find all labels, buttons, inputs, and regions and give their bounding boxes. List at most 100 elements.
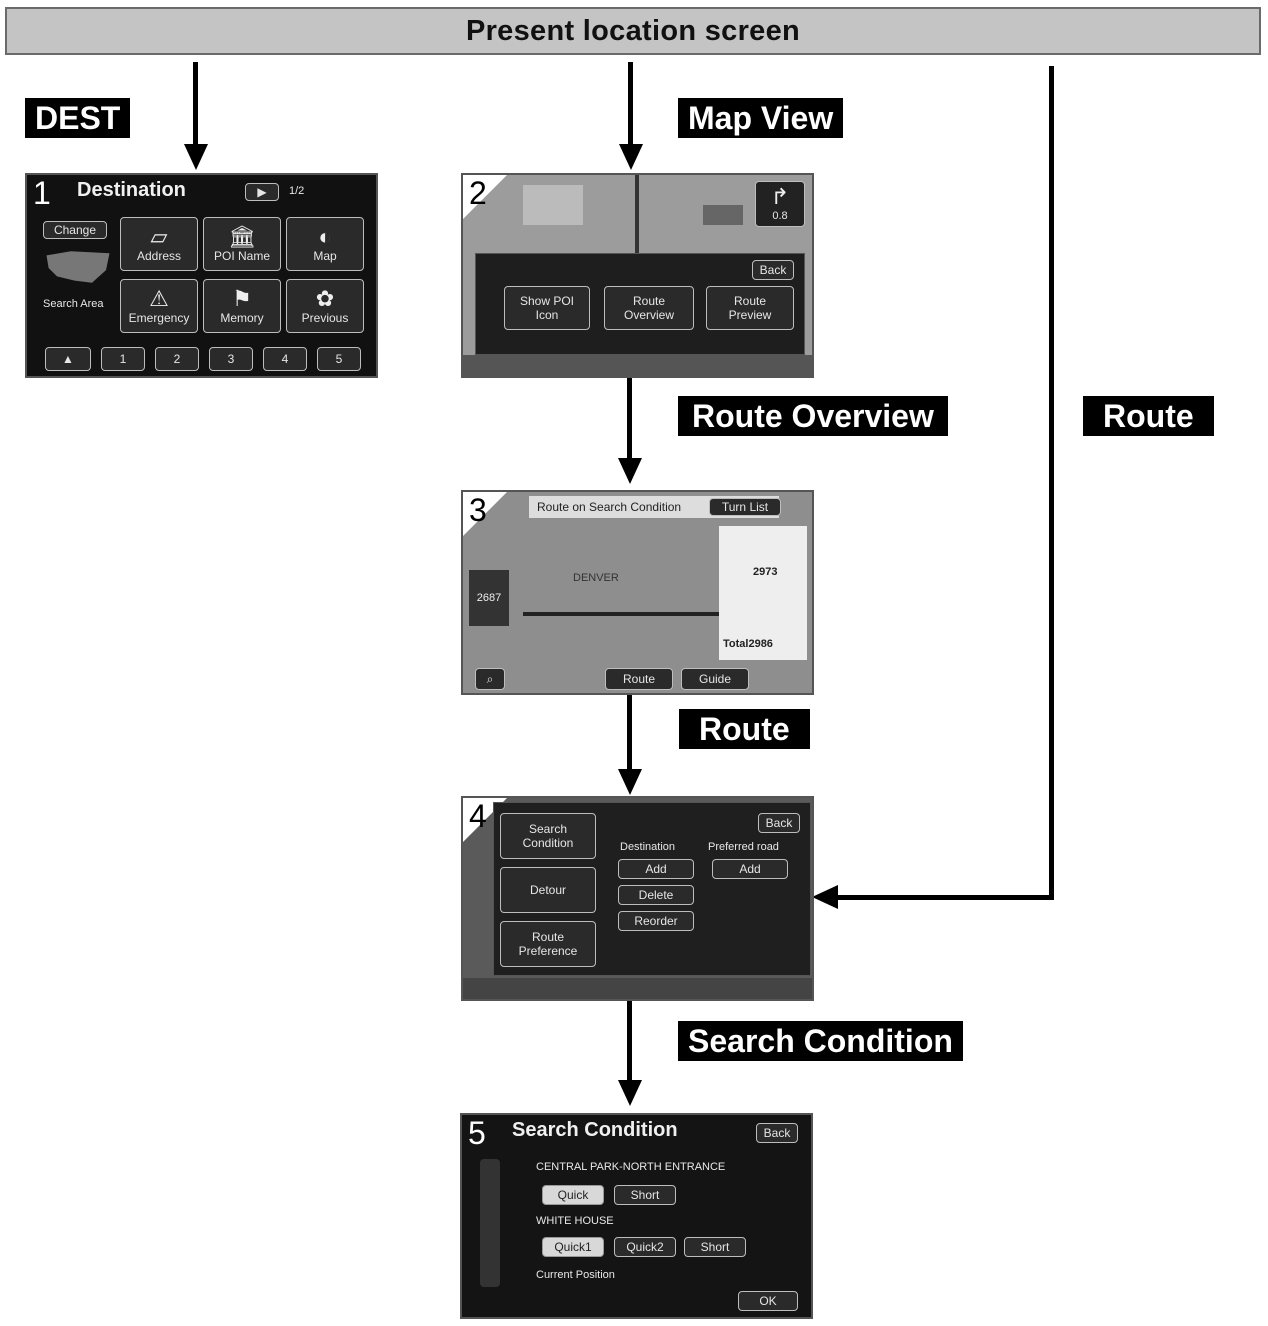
label-route-right: Route bbox=[1083, 396, 1214, 436]
screen-map-view: 2 ↱ 0.8 Back Show POI Icon Route Overvie… bbox=[461, 173, 814, 378]
arrow-search-line bbox=[627, 1000, 632, 1080]
route-line bbox=[523, 612, 723, 616]
back-button[interactable]: Back bbox=[756, 1123, 798, 1143]
quick2-button[interactable]: Quick2 bbox=[614, 1237, 676, 1257]
flag-icon: ⚑ bbox=[232, 286, 252, 311]
magnifier-icon: ⌕ bbox=[486, 672, 494, 686]
previous-button[interactable]: ✿ Previous bbox=[286, 279, 364, 333]
warning-icon: ⚠ bbox=[149, 286, 169, 311]
city-label: DENVER bbox=[573, 572, 619, 584]
compass-icon: ◐ bbox=[318, 224, 332, 249]
turn-indicator: ↱ 0.8 bbox=[755, 181, 805, 227]
route-preview-button[interactable]: Route Preview bbox=[706, 286, 794, 330]
screen-corner bbox=[463, 175, 507, 219]
current-position-label: Current Position bbox=[536, 1269, 615, 1281]
label-map-view: Map View bbox=[678, 98, 844, 138]
preset-5-button[interactable]: 5 bbox=[317, 347, 361, 371]
arrow-routeoverview-line bbox=[627, 378, 632, 458]
screen-number: 4 bbox=[469, 798, 487, 834]
reorder-button[interactable]: Reorder bbox=[618, 911, 694, 931]
label-search-condition: Search Condition bbox=[678, 1021, 963, 1061]
arrow-route-mid-head bbox=[618, 769, 642, 795]
route-button[interactable]: Route bbox=[605, 668, 673, 690]
add-road-button[interactable]: Add bbox=[712, 859, 788, 879]
back-button[interactable]: Back bbox=[752, 260, 794, 280]
screen-route-menu: 4 Back Search Condition Detour Route Pre… bbox=[461, 796, 814, 1001]
turn-list-button[interactable]: Turn List bbox=[709, 498, 781, 516]
map-button[interactable]: ◐ Map bbox=[286, 217, 364, 271]
route-info-panel: 2973 Total2986 bbox=[719, 526, 807, 660]
memory-button[interactable]: ⚑ Memory bbox=[203, 279, 281, 333]
preset-4-button[interactable]: 4 bbox=[263, 347, 307, 371]
dest2-label: WHITE HOUSE bbox=[536, 1215, 614, 1227]
usa-map-icon bbox=[46, 251, 110, 283]
ok-button[interactable]: OK bbox=[738, 1291, 798, 1311]
short2-button[interactable]: Short bbox=[684, 1237, 746, 1257]
screen-destination: 1 Destination ▶ 1/2 Change Search Area ▱… bbox=[25, 173, 378, 378]
arrow-mapview-line bbox=[628, 62, 633, 146]
route-overview-button[interactable]: Route Overview bbox=[604, 286, 694, 330]
screen-corner bbox=[463, 492, 507, 536]
screen-number: 5 bbox=[468, 1115, 486, 1151]
preset-2-button[interactable]: 2 bbox=[155, 347, 199, 371]
quick1-button[interactable]: Quick1 bbox=[542, 1237, 604, 1257]
total-label: Total2986 bbox=[723, 638, 773, 650]
label-route-mid: Route bbox=[679, 709, 810, 749]
detour-button[interactable]: Detour bbox=[500, 867, 596, 913]
delete-button[interactable]: Delete bbox=[618, 885, 694, 905]
distance-label: 2973 bbox=[753, 566, 778, 578]
arrow-routeoverview-head bbox=[618, 458, 642, 484]
header-title: Present location screen bbox=[465, 14, 801, 47]
change-button[interactable]: Change bbox=[43, 221, 107, 239]
arrow-dest-head bbox=[184, 144, 208, 170]
route-menu-panel: Back Search Condition Detour Route Prefe… bbox=[493, 802, 811, 976]
preferred-road-label: Preferred road bbox=[708, 841, 779, 853]
search-condition-button[interactable]: Search Condition bbox=[500, 813, 596, 859]
arrow-route-mid-line bbox=[627, 695, 632, 769]
screen-title: Search Condition bbox=[512, 1119, 678, 1141]
show-poi-icon-button[interactable]: Show POI Icon bbox=[504, 286, 590, 330]
preset-1-button[interactable]: 1 bbox=[101, 347, 145, 371]
map-block bbox=[523, 185, 583, 225]
label-route-overview: Route Overview bbox=[678, 396, 948, 436]
page-indicator: 1/2 bbox=[289, 185, 305, 197]
guide-button[interactable]: Guide bbox=[681, 668, 749, 690]
arrow-mapview-head bbox=[619, 144, 643, 170]
screen-number: 1 bbox=[33, 175, 51, 211]
arrow-dest-line bbox=[193, 62, 198, 146]
map-road bbox=[635, 175, 639, 255]
route-preference-button[interactable]: Route Preference bbox=[500, 921, 596, 967]
search-area-label: Search Area bbox=[43, 298, 104, 310]
poi-name-button[interactable]: 🏛 POI Name bbox=[203, 217, 281, 271]
preset-3-button[interactable]: 3 bbox=[209, 347, 253, 371]
screen-number: 2 bbox=[469, 175, 487, 211]
left-info-box: 2687 bbox=[469, 570, 509, 626]
home-button[interactable]: ▲ bbox=[45, 347, 91, 371]
home-icon: ▲ bbox=[62, 352, 74, 366]
address-icon: ▱ bbox=[150, 224, 168, 249]
next-page-button[interactable]: ▶ bbox=[245, 183, 279, 201]
destination-label: Destination bbox=[620, 841, 676, 853]
label-dest: DEST bbox=[25, 98, 131, 138]
map-bottom-strip bbox=[463, 355, 812, 376]
screen-search-condition: 5 Search Condition Back CENTRAL PARK-NOR… bbox=[460, 1113, 813, 1319]
back-button[interactable]: Back bbox=[758, 813, 800, 833]
screen-number: 3 bbox=[469, 492, 487, 528]
map-block bbox=[703, 205, 743, 225]
address-button[interactable]: ▱ Address bbox=[120, 217, 198, 271]
short-button[interactable]: Short bbox=[614, 1185, 676, 1205]
present-location-header: Present location screen bbox=[5, 7, 1261, 55]
turn-right-icon: ↱ bbox=[770, 184, 790, 209]
previous-icon: ✿ bbox=[315, 286, 335, 311]
emergency-button[interactable]: ⚠ Emergency bbox=[120, 279, 198, 333]
zoom-button[interactable]: ⌕ bbox=[475, 668, 505, 690]
menu-bottom-strip bbox=[463, 978, 812, 999]
arrow-route-right-line bbox=[1049, 66, 1054, 900]
arrow-route-right-hline bbox=[836, 895, 1054, 900]
building-icon: 🏛 bbox=[228, 224, 256, 249]
add-destination-button[interactable]: Add bbox=[618, 859, 694, 879]
quick-button[interactable]: Quick bbox=[542, 1185, 604, 1205]
arrow-search-head bbox=[618, 1080, 642, 1106]
screen-title: Destination bbox=[77, 179, 186, 201]
arrow-route-right-head bbox=[812, 885, 838, 909]
